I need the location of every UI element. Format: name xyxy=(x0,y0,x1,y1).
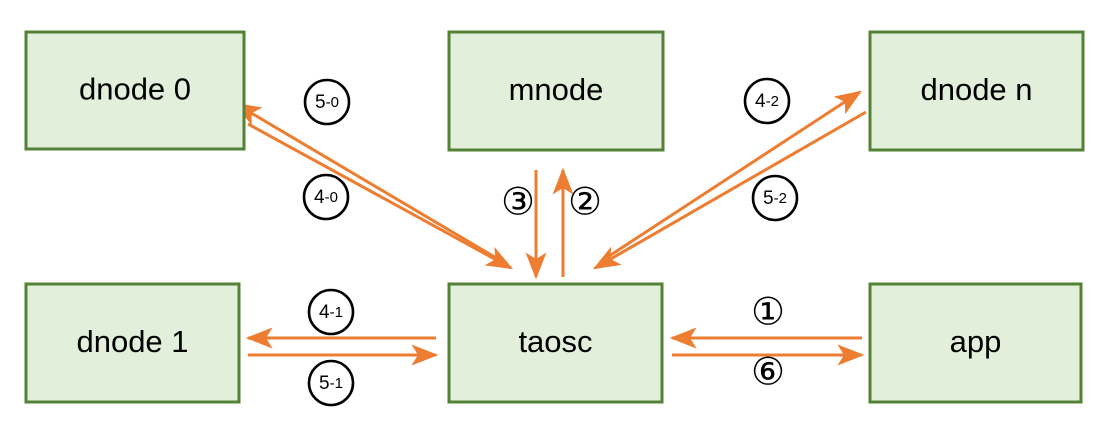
badge-label-b5-2: 5-2 xyxy=(763,188,787,209)
node-box-mnode xyxy=(447,30,665,152)
node-box-taosc xyxy=(447,282,664,404)
edge-e5-0 xyxy=(233,102,504,264)
badge-circle-b5-1 xyxy=(307,359,355,407)
step-badge-b4-0: 4-0 xyxy=(302,173,350,221)
step-badge-b3: ③ xyxy=(501,180,535,224)
edge-line-e5-2 xyxy=(592,110,867,270)
node-label-dnoden: dnode n xyxy=(920,72,1032,107)
step-badge-b4-2: 4-2 xyxy=(743,77,791,125)
node-box-app xyxy=(868,282,1083,404)
node-box-dnode0 xyxy=(24,30,246,151)
node-dnoden: dnode n xyxy=(868,30,1085,152)
badge-circle-b4-1 xyxy=(307,288,355,336)
node-dnode1: dnode 1 xyxy=(24,282,241,404)
node-box-dnoden xyxy=(868,30,1085,152)
step-badge-b5-1: 5-1 xyxy=(307,359,355,407)
badge-glyph-b2: ② xyxy=(568,180,602,224)
badge-glyph-b6: ⑥ xyxy=(751,350,785,394)
badge-label-b4-0: 4-0 xyxy=(314,187,338,208)
badge-circle-b5-0 xyxy=(303,78,351,126)
badge-label-b4-1: 4-1 xyxy=(319,302,343,323)
step-badge-b5-2: 5-2 xyxy=(751,174,799,222)
edge-line-e5-0 xyxy=(233,102,504,264)
node-label-mnode: mnode xyxy=(509,72,604,107)
step-badge-b1: ① xyxy=(751,290,785,334)
node-label-dnode1: dnode 1 xyxy=(76,324,188,359)
badge-label-b5-1: 5-1 xyxy=(319,373,343,394)
edge-e4-2 xyxy=(599,90,863,264)
badge-circle-b5-2 xyxy=(751,174,799,222)
node-mnode: mnode xyxy=(447,30,665,152)
badge-glyph-b3: ③ xyxy=(501,180,535,224)
edge-line-e4-2 xyxy=(599,90,863,264)
node-dnode0: dnode 0 xyxy=(24,30,246,151)
node-label-taosc: taosc xyxy=(518,324,592,359)
edge-e4-0 xyxy=(247,122,514,270)
step-badge-b4-1: 4-1 xyxy=(307,288,355,336)
step-badge-b6: ⑥ xyxy=(751,350,785,394)
node-label-app: app xyxy=(950,324,1002,359)
badge-label-b4-2: 4-2 xyxy=(755,91,779,112)
node-taosc: taosc xyxy=(447,282,664,404)
badge-label-b5-0: 5-0 xyxy=(315,92,339,113)
step-badge-b2: ② xyxy=(568,180,602,224)
edges-layer xyxy=(233,90,867,366)
step-badge-b5-0: 5-0 xyxy=(303,78,351,126)
nodes-layer: dnode 0 mnode dnode n dnode 1 taosc app xyxy=(24,30,1085,404)
node-label-dnode0: dnode 0 xyxy=(79,72,191,107)
node-app: app xyxy=(868,282,1083,404)
badge-circle-b4-2 xyxy=(743,77,791,125)
badge-glyph-b1: ① xyxy=(751,290,785,334)
edge-line-e4-0 xyxy=(247,122,514,270)
edge-e5-2 xyxy=(592,110,867,270)
node-box-dnode1 xyxy=(24,282,241,404)
badge-circle-b4-0 xyxy=(302,173,350,221)
